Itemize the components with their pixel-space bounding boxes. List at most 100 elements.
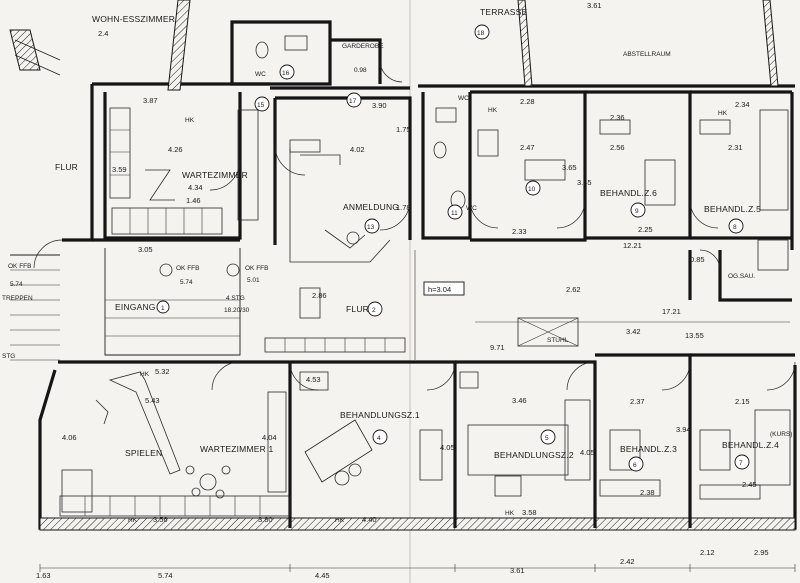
doors	[33, 59, 796, 391]
dimensions: 3.87 4.26 3.59 1.46 3.90 4.02 1.78 1.75 …	[36, 1, 769, 580]
room-stg-label: STG	[2, 353, 15, 360]
dim-2-12: 2.12	[700, 548, 715, 557]
dim-0-85: 0.85	[690, 255, 705, 264]
ok-ffb-left-value: 5.74	[10, 281, 23, 288]
room-anmeldung-label: ANMELDUNG	[343, 202, 399, 212]
dim-2-38: 2.38	[640, 488, 655, 497]
dim-3-56: 3.56	[153, 515, 168, 524]
ok-ffb-right-value: 5.01	[247, 277, 260, 284]
room-spielen-label: SPIELEN	[125, 448, 162, 458]
dim-2-25: 2.25	[638, 225, 653, 234]
dim-2-86: 2.86	[312, 291, 327, 300]
dim-1-75: 1.75	[396, 125, 411, 134]
room-behandlung-4-label: BEHANDL.Z.4	[722, 440, 779, 450]
dim-4-04: 4.04	[262, 433, 277, 442]
dim-3-65: 3.65	[562, 163, 577, 172]
dim-5-32: 5.32	[155, 367, 170, 376]
room-behandlung-2-number-circle	[540, 429, 556, 445]
dim-4-02: 4.02	[350, 145, 365, 154]
room-behandlung-2-number: 5	[545, 435, 549, 442]
dim-1-46: 1.46	[186, 196, 201, 205]
room-behandlung-1-number: 4	[377, 435, 381, 442]
room-behandlung-4-number: 7	[739, 460, 743, 467]
hk-label-7: HK	[505, 510, 515, 517]
furniture	[10, 35, 791, 517]
room-behandlung-5-number: 8	[733, 224, 737, 231]
dim-3-61-bottom: 3.61	[510, 566, 525, 575]
dim-1-78: 1.78	[396, 203, 411, 212]
room-wc16-number: 16	[282, 70, 290, 77]
stuhl-label: STUHL	[547, 337, 569, 344]
dim-4-26: 4.26	[168, 145, 183, 154]
hk-label-3: HK	[488, 107, 498, 114]
room-labels: WOHN-ESSZIMMER 2.4 TERRASSE 18 ABSTELLRA…	[2, 7, 792, 472]
dim-4-45: 4.45	[315, 571, 330, 580]
room-behandlung-3-number-circle	[628, 456, 644, 472]
dimension-lines	[39, 250, 796, 572]
dim-3-05: 3.05	[138, 245, 153, 254]
dim-3-87: 3.87	[143, 96, 158, 105]
dim-2-34: 2.34	[735, 100, 750, 109]
dim-3-46: 3.46	[512, 396, 527, 405]
room-eingang-number: 1	[161, 305, 165, 312]
hk-label-1: HK	[185, 117, 195, 124]
height-box	[423, 281, 465, 296]
dim-13-55: 13.55	[685, 331, 704, 340]
dim-9-71: 9.71	[490, 343, 505, 352]
dim-2-42: 2.42	[620, 557, 635, 566]
dim-4-53: 4.53	[306, 375, 321, 384]
room-behandlung-6-label: BEHANDL.Z.6	[600, 188, 657, 198]
room-wohn-esszimmer-number: 2.4	[98, 29, 108, 38]
dim-3-45: 3.45	[577, 178, 592, 187]
room-anmeldung-number-circle	[364, 218, 380, 234]
dim-2-28: 2.28	[520, 97, 535, 106]
room-garderobe-number-circle	[254, 96, 270, 112]
dim-5-43: 5.43	[145, 396, 160, 405]
room-wartezimmer-area: 4.34	[188, 183, 203, 192]
room-11-number: 11	[451, 210, 458, 217]
room-17-number: 17	[349, 98, 357, 105]
dim-3-80: 3.80	[258, 515, 273, 524]
hk-label-6: HK	[335, 517, 345, 524]
dim-2-33: 2.33	[512, 227, 527, 236]
room-behandlung-6-number-circle	[630, 202, 646, 218]
room-garderobe-label: GARDEROBE	[342, 43, 384, 50]
room-eingang-number-circle	[156, 300, 170, 314]
hk-label-2: HK	[140, 371, 150, 378]
dim-12-21: 12.21	[623, 241, 642, 250]
outer-walls	[9, 0, 797, 531]
room-flur-left-label: FLUR	[55, 162, 78, 172]
room-flur-number: 2	[372, 307, 376, 314]
room-wohn-esszimmer-label: WOHN-ESSZIMMER	[92, 14, 175, 24]
ok-ffb-right-label: OK FFB	[245, 265, 268, 272]
dim-4-05: 4.05	[580, 448, 595, 457]
room-treppen-label: TREPPEN	[2, 295, 33, 302]
room-terrasse-number: 18	[477, 30, 485, 37]
room-flur-label: FLUR	[346, 304, 369, 314]
dim-2-95: 2.95	[754, 548, 769, 557]
room-behandlung-1-number-circle	[372, 429, 388, 445]
room-behandlung-4-number-circle	[734, 454, 750, 470]
room-behandlung-5-number-circle	[728, 218, 744, 234]
annotations: OK FFB 5.74 OK FFB 5.74 OK FFB 5.01 4 ST…	[8, 107, 755, 524]
dim-2-31: 2.31	[728, 143, 743, 152]
level-marker-2	[226, 263, 240, 277]
room-wc-lower-label: WC	[466, 205, 477, 212]
dim-17-21: 17.21	[662, 307, 681, 316]
level-marker-1	[159, 263, 173, 277]
dim-3-94: 3.94	[676, 425, 691, 434]
room-behandlung-3-number: 6	[633, 462, 637, 469]
dim-1-63: 1.63	[36, 571, 51, 580]
room-wc16-number-circle	[279, 64, 295, 80]
room-10-number: 10	[528, 186, 536, 193]
dim-2-36: 2.36	[610, 113, 625, 122]
dim-3-61-top: 3.61	[587, 1, 602, 10]
dim-3-58: 3.58	[522, 508, 537, 517]
hk-label-5: HK	[128, 517, 138, 524]
room-17-number-circle	[346, 92, 362, 108]
inner-walls	[58, 20, 795, 528]
dim-3-90: 3.90	[372, 101, 387, 110]
room-wartezimmer-label: WARTEZIMMER	[182, 170, 248, 180]
room-wartezimmer-1-label: WARTEZIMMER 1	[200, 444, 274, 454]
